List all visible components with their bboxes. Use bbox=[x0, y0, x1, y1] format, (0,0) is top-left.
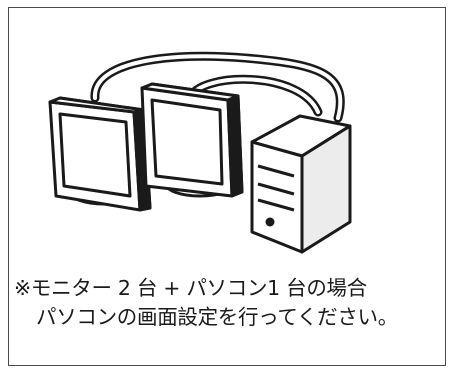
note-line-1: ※モニター 2 台 + パソコン1 台の場合 bbox=[14, 276, 367, 300]
note-line-2: パソコンの画面設定を行ってください。 bbox=[36, 305, 398, 329]
instruction-note: ※モニター 2 台 + パソコン1 台の場合 パソコンの画面設定を行ってください… bbox=[14, 274, 450, 332]
monitor-icon bbox=[140, 82, 244, 198]
monitor-icon bbox=[48, 96, 152, 212]
desktop-tower-icon bbox=[250, 114, 352, 254]
